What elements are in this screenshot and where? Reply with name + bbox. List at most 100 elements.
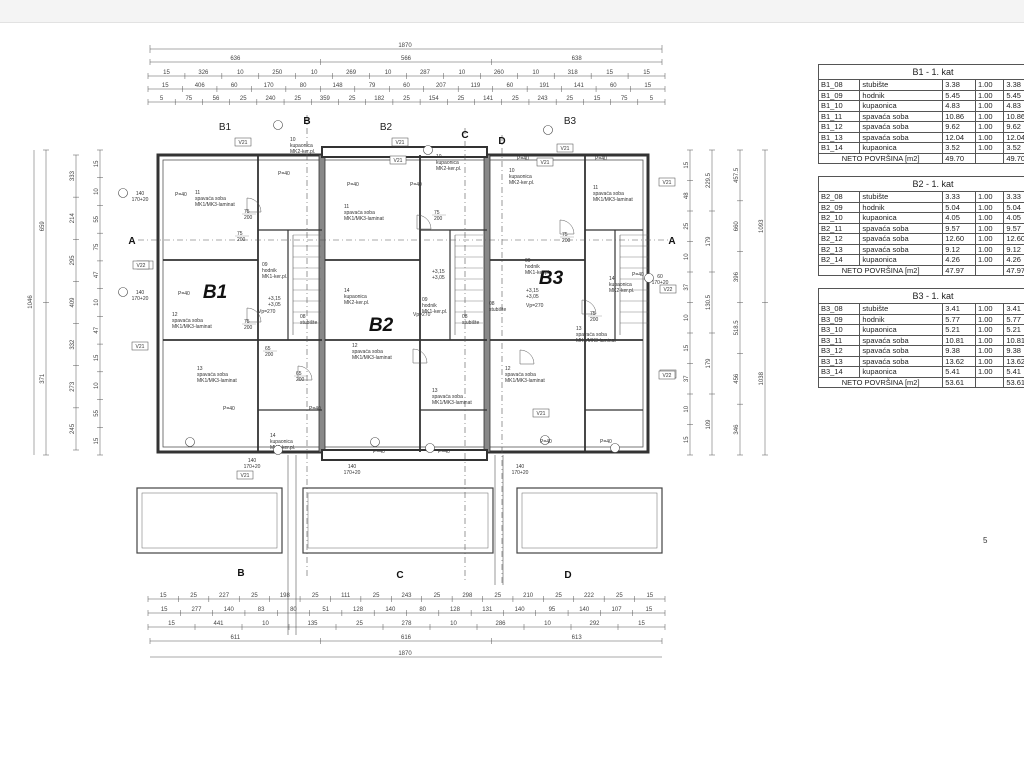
- dim-bottom-1-label: 25: [373, 593, 380, 599]
- unit-label-top: B2: [380, 122, 393, 133]
- dim-left-3-label: 15: [94, 160, 100, 167]
- v-tag: V22: [663, 373, 672, 379]
- dim-bottom-3-label: 15: [638, 621, 645, 627]
- dim-left-3-label: 47: [94, 271, 100, 278]
- v-tag-box: [236, 470, 254, 480]
- table-cell: B1_13: [817, 131, 861, 143]
- table-cell: 5.41: [942, 366, 976, 378]
- room-material: MK1-ker.pl.: [422, 309, 447, 315]
- table-cell: 3.52: [942, 142, 976, 154]
- door-dim: 75: [562, 232, 568, 238]
- table-cell: spavaća soba: [859, 243, 944, 255]
- p40-label: P=40: [309, 406, 321, 412]
- table-cell: 3.33: [942, 191, 976, 203]
- table-cell: 1.00: [974, 79, 1005, 91]
- room-number: 10: [509, 168, 515, 174]
- dim-bottom-3-label: 25: [356, 621, 363, 627]
- dim-top-2-label: 326: [198, 70, 209, 76]
- room-number: 11: [593, 185, 598, 191]
- dim-bottom-3-label: 10: [544, 621, 551, 627]
- v-tag: V21: [241, 473, 250, 479]
- table-cell: 5.45: [942, 89, 976, 101]
- level-mark: +3,05: [432, 275, 445, 281]
- v-tag-box: [391, 137, 409, 147]
- room-name: stubište: [489, 307, 506, 313]
- dim-top-4-label: 25: [349, 96, 356, 102]
- dim-top-4-label: 25: [512, 96, 519, 102]
- dim-top-1-label: 636: [230, 56, 241, 62]
- table-cell: B2_11: [817, 222, 861, 234]
- room-number: 11: [195, 190, 200, 196]
- dim-bottom-1-label: 210: [523, 593, 534, 599]
- dim-left-2-label: 295: [70, 255, 76, 266]
- dim-top-4-label: 25: [240, 96, 247, 102]
- dim-bottom-3-label: 10: [262, 621, 269, 627]
- room-number: 09: [525, 258, 531, 264]
- table-cell: 9.62: [942, 121, 976, 133]
- room-material: MK2-ker.pl.: [290, 149, 315, 155]
- door-dim: 75: [434, 210, 440, 216]
- table-cell: 1.00: [974, 191, 1005, 203]
- room-name: spavaća soba: [352, 349, 383, 355]
- p40-label: P=40: [595, 156, 607, 162]
- dim-top-4-label: 5: [650, 96, 654, 102]
- section-label: C: [461, 130, 468, 141]
- room-name: hodnik: [525, 264, 540, 270]
- room-material: MK1/MK3-laminat: [593, 197, 633, 203]
- dim-bottom-1-label: 25: [494, 593, 501, 599]
- window-dim: 140: [248, 458, 257, 464]
- table-cell: B2_12: [817, 233, 861, 245]
- dim-bottom-1-label: 227: [219, 593, 230, 599]
- window-dim: 170+20: [512, 470, 529, 476]
- room-material: MK1/MK3-laminat: [172, 324, 212, 330]
- dim-bottom-3-label: 278: [401, 621, 412, 627]
- dim-bottom-2-label: 128: [353, 607, 364, 613]
- room-name: kupaonica: [436, 160, 459, 166]
- dim-top-3-label: 141: [574, 83, 585, 89]
- table-cell: spavaća soba: [859, 334, 944, 346]
- table-cell: spavaća soba: [859, 355, 944, 367]
- level-mark: +3,05: [268, 302, 281, 308]
- table-cell: spavaća soba: [859, 233, 944, 245]
- room-number: 08: [462, 314, 468, 320]
- dim-left-1-label: 659: [40, 221, 46, 232]
- dim-left-1-label: 371: [40, 373, 46, 384]
- table-cell: 9.57: [942, 222, 976, 234]
- table-cell: 9.57: [1003, 222, 1024, 234]
- room-material: MK1-ker.pl.: [525, 270, 550, 276]
- dim-right-3-label: 130.5: [706, 294, 712, 310]
- door-swing: [416, 214, 432, 230]
- table-cell: 10.81: [1003, 334, 1024, 346]
- room-name: kupaonica: [609, 282, 632, 288]
- room-name: spavaća soba: [432, 394, 463, 400]
- table-cell: 12.04: [1003, 131, 1024, 143]
- room-number: 12: [172, 312, 178, 318]
- dim-top-2-label: 10: [459, 70, 466, 76]
- window-marker: [273, 120, 283, 130]
- window-marker: [185, 437, 195, 447]
- table-cell: 1.00: [974, 313, 1005, 325]
- level-mark: +3,15: [268, 296, 281, 302]
- room-number: 13: [197, 366, 203, 372]
- dim-top-4-label: 182: [374, 96, 385, 102]
- dim-top-2-label: 260: [494, 70, 505, 76]
- dim-bottom-2-label: 131: [482, 607, 493, 613]
- dim-top-4-label: 5: [160, 96, 164, 102]
- b2-bottom-recess: [321, 449, 488, 461]
- dim-left-2-label: 245: [70, 423, 76, 434]
- vp-mark: Vp=270: [413, 312, 431, 318]
- dim-bottom-3-label: 292: [589, 621, 600, 627]
- dim-top-3-label: 207: [436, 83, 447, 89]
- table-cell: 12.60: [942, 233, 976, 245]
- p40-label: P=40: [223, 406, 235, 412]
- v-tag-box: [532, 408, 550, 418]
- dim-right-4-label: 15: [684, 161, 690, 168]
- table-cell: 10.86: [1003, 110, 1024, 122]
- v-tag-box: [234, 137, 252, 147]
